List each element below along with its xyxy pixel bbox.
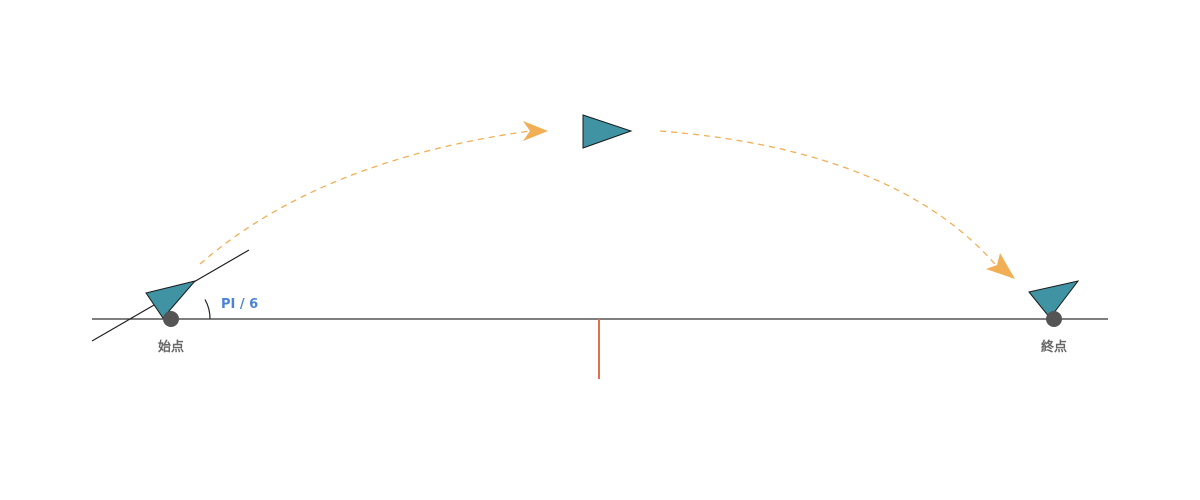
trajectory-descending <box>659 130 1001 271</box>
angle-label: PI / 6 <box>221 297 258 312</box>
arrowhead-icon <box>523 121 548 141</box>
triangle-arrow-icon <box>145 280 197 319</box>
end-label: 終点 <box>1041 339 1067 355</box>
endpoint-dot-icon <box>163 311 179 327</box>
start-label: 始点 <box>158 339 184 355</box>
arrowhead-icon <box>986 253 1015 279</box>
angle-arc <box>204 299 211 320</box>
trajectory-ascending <box>199 130 531 265</box>
triangle-arrow-icon <box>1028 280 1080 319</box>
triangle-arrow-icon <box>582 114 633 149</box>
endpoint-dot-icon <box>1046 311 1062 327</box>
